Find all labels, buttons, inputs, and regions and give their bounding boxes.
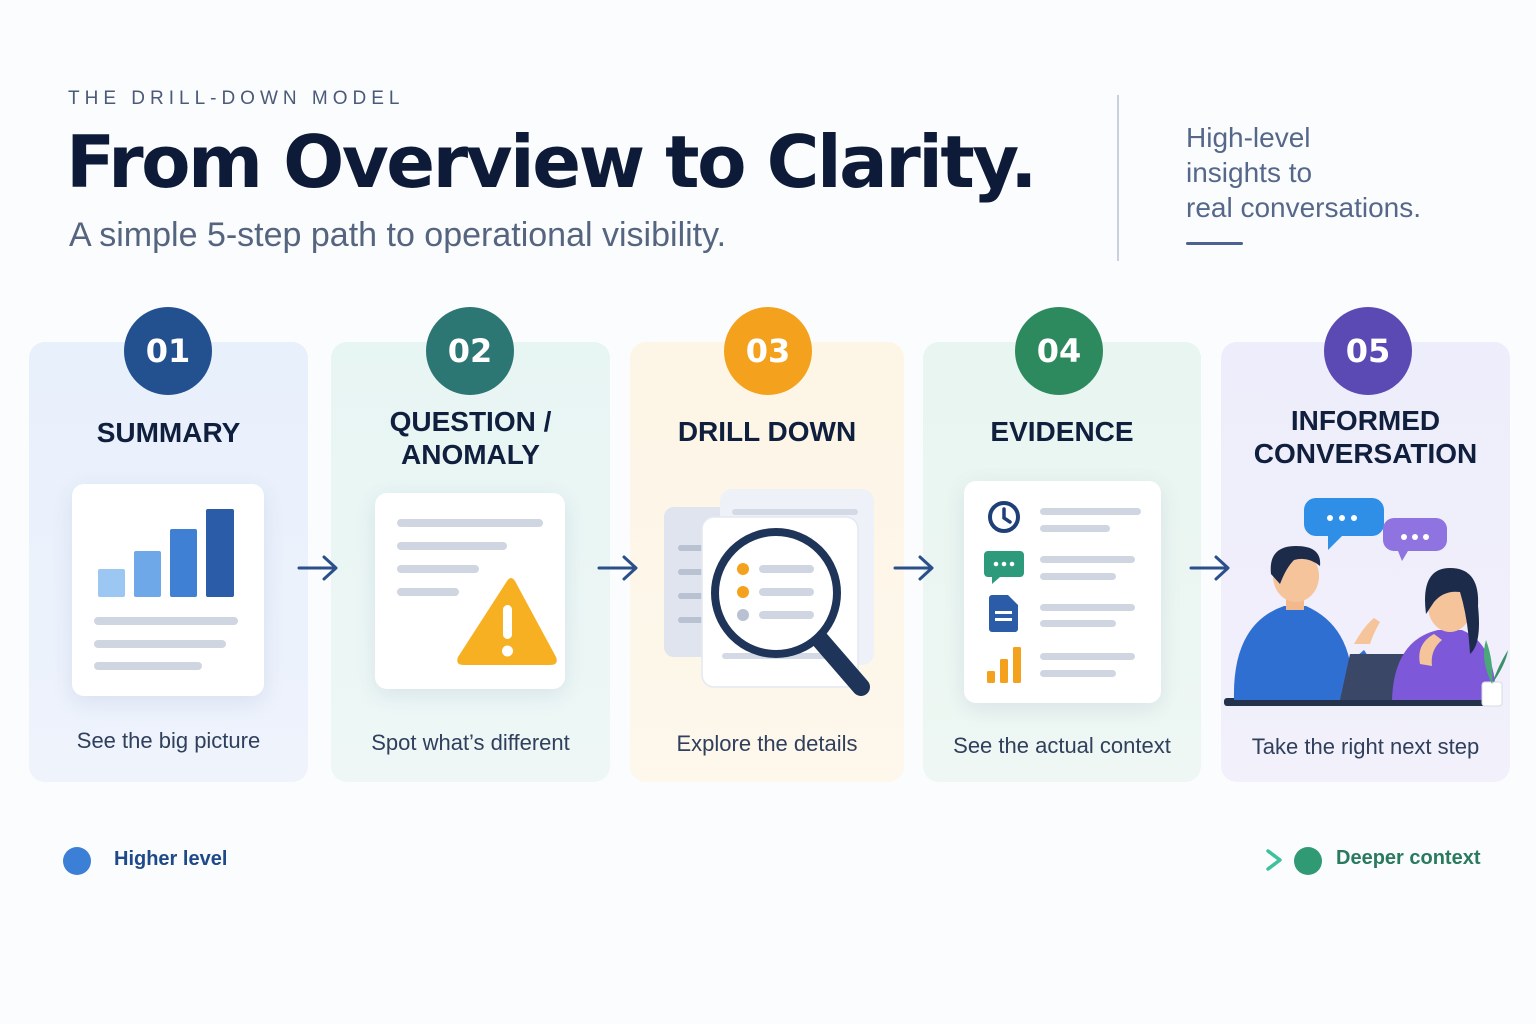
step-title-line: SUMMARY xyxy=(96,417,241,448)
step-title-line: ANOMALY xyxy=(401,439,540,470)
step-title-line: INFORMED xyxy=(1290,405,1441,436)
step-number-badge: 01 xyxy=(124,307,212,395)
step-title-line: DRILL DOWN xyxy=(677,416,857,447)
eyebrow-label: THE DRILL-DOWN MODEL xyxy=(68,88,405,109)
arrow-right-icon xyxy=(1189,555,1230,581)
conversation-icon xyxy=(1224,498,1508,707)
evidence-panel xyxy=(964,481,1161,703)
step-caption: Spot what’s different xyxy=(371,730,570,755)
summary-report-panel xyxy=(72,484,264,696)
step-number-badge: 02 xyxy=(426,307,514,395)
arrow-right-icon xyxy=(597,555,638,581)
arrow-right-icon xyxy=(297,555,338,581)
step-card-informed-conversation xyxy=(1221,342,1510,782)
arrow-right-icon xyxy=(893,555,934,581)
deeper-context-dot xyxy=(1294,847,1322,875)
step-number-badge: 05 xyxy=(1324,307,1412,395)
tagline-line: insights to xyxy=(1186,157,1313,188)
page-subtitle: A simple 5-step path to operational visi… xyxy=(69,216,727,254)
step-caption: Take the right next step xyxy=(1251,734,1480,759)
step-caption: See the actual context xyxy=(953,733,1171,758)
step-title-line: CONVERSATION xyxy=(1253,438,1478,469)
warning-document-icon xyxy=(397,519,543,596)
page-title: From Overview to Clarity. xyxy=(66,120,1037,204)
header-divider xyxy=(1117,95,1119,261)
tagline: High-level insights to real conversation… xyxy=(1186,120,1486,225)
step-number-badge: 04 xyxy=(1015,307,1103,395)
tagline-line: real conversations. xyxy=(1186,192,1422,223)
step-title-line: EVIDENCE xyxy=(990,416,1134,447)
step-caption: See the big picture xyxy=(76,728,261,753)
progress-track-arrow-icon xyxy=(244,849,1282,871)
step-caption: Explore the details xyxy=(676,731,858,756)
higher-level-label: Higher level xyxy=(114,848,228,870)
evidence-list-icon xyxy=(984,501,1141,683)
deeper-context-label: Deeper context xyxy=(1336,847,1481,869)
step-title: DRILL DOWN xyxy=(630,415,904,448)
warning-triangle-icon xyxy=(457,578,557,665)
magnifying-glass-icon xyxy=(711,528,870,696)
step-title: QUESTION / ANOMALY xyxy=(331,405,610,471)
bar-chart-report-icon xyxy=(94,509,238,670)
step-number-badge: 03 xyxy=(724,307,812,395)
step-title: EVIDENCE xyxy=(923,415,1201,448)
tagline-underline xyxy=(1186,242,1243,245)
step-title: SUMMARY xyxy=(29,416,308,449)
step-title: INFORMED CONVERSATION xyxy=(1221,404,1510,470)
tagline-line: High-level xyxy=(1186,122,1311,153)
step-title-line: QUESTION / xyxy=(389,406,552,437)
higher-level-dot xyxy=(63,847,91,875)
